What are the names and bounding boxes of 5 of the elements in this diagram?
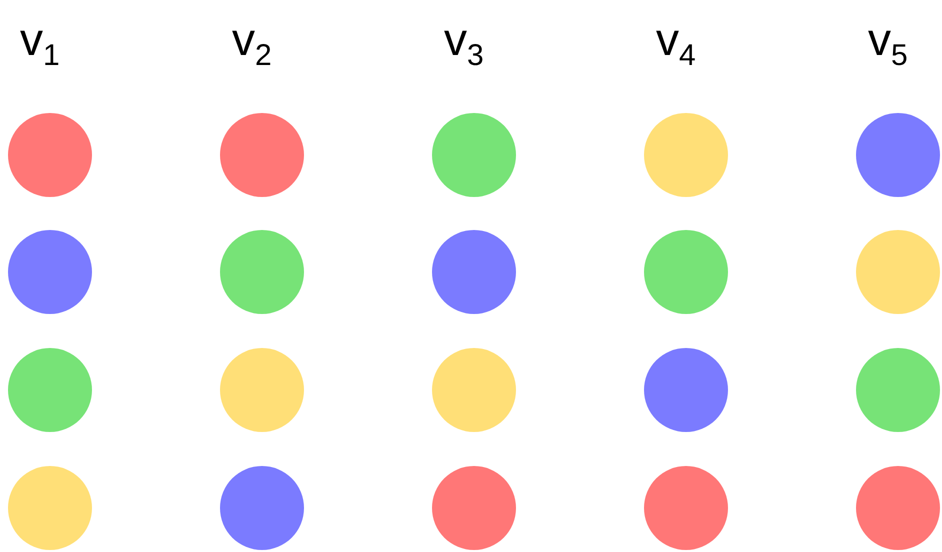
column-label: v$_{1}$ — [20, 16, 60, 71]
column-label: v$_{3}$ — [444, 16, 484, 71]
column-label: v$_{4}$ — [656, 16, 696, 71]
column-label: v$_{5}$ — [868, 16, 908, 71]
column-label: v$_{2}$ — [232, 16, 272, 71]
